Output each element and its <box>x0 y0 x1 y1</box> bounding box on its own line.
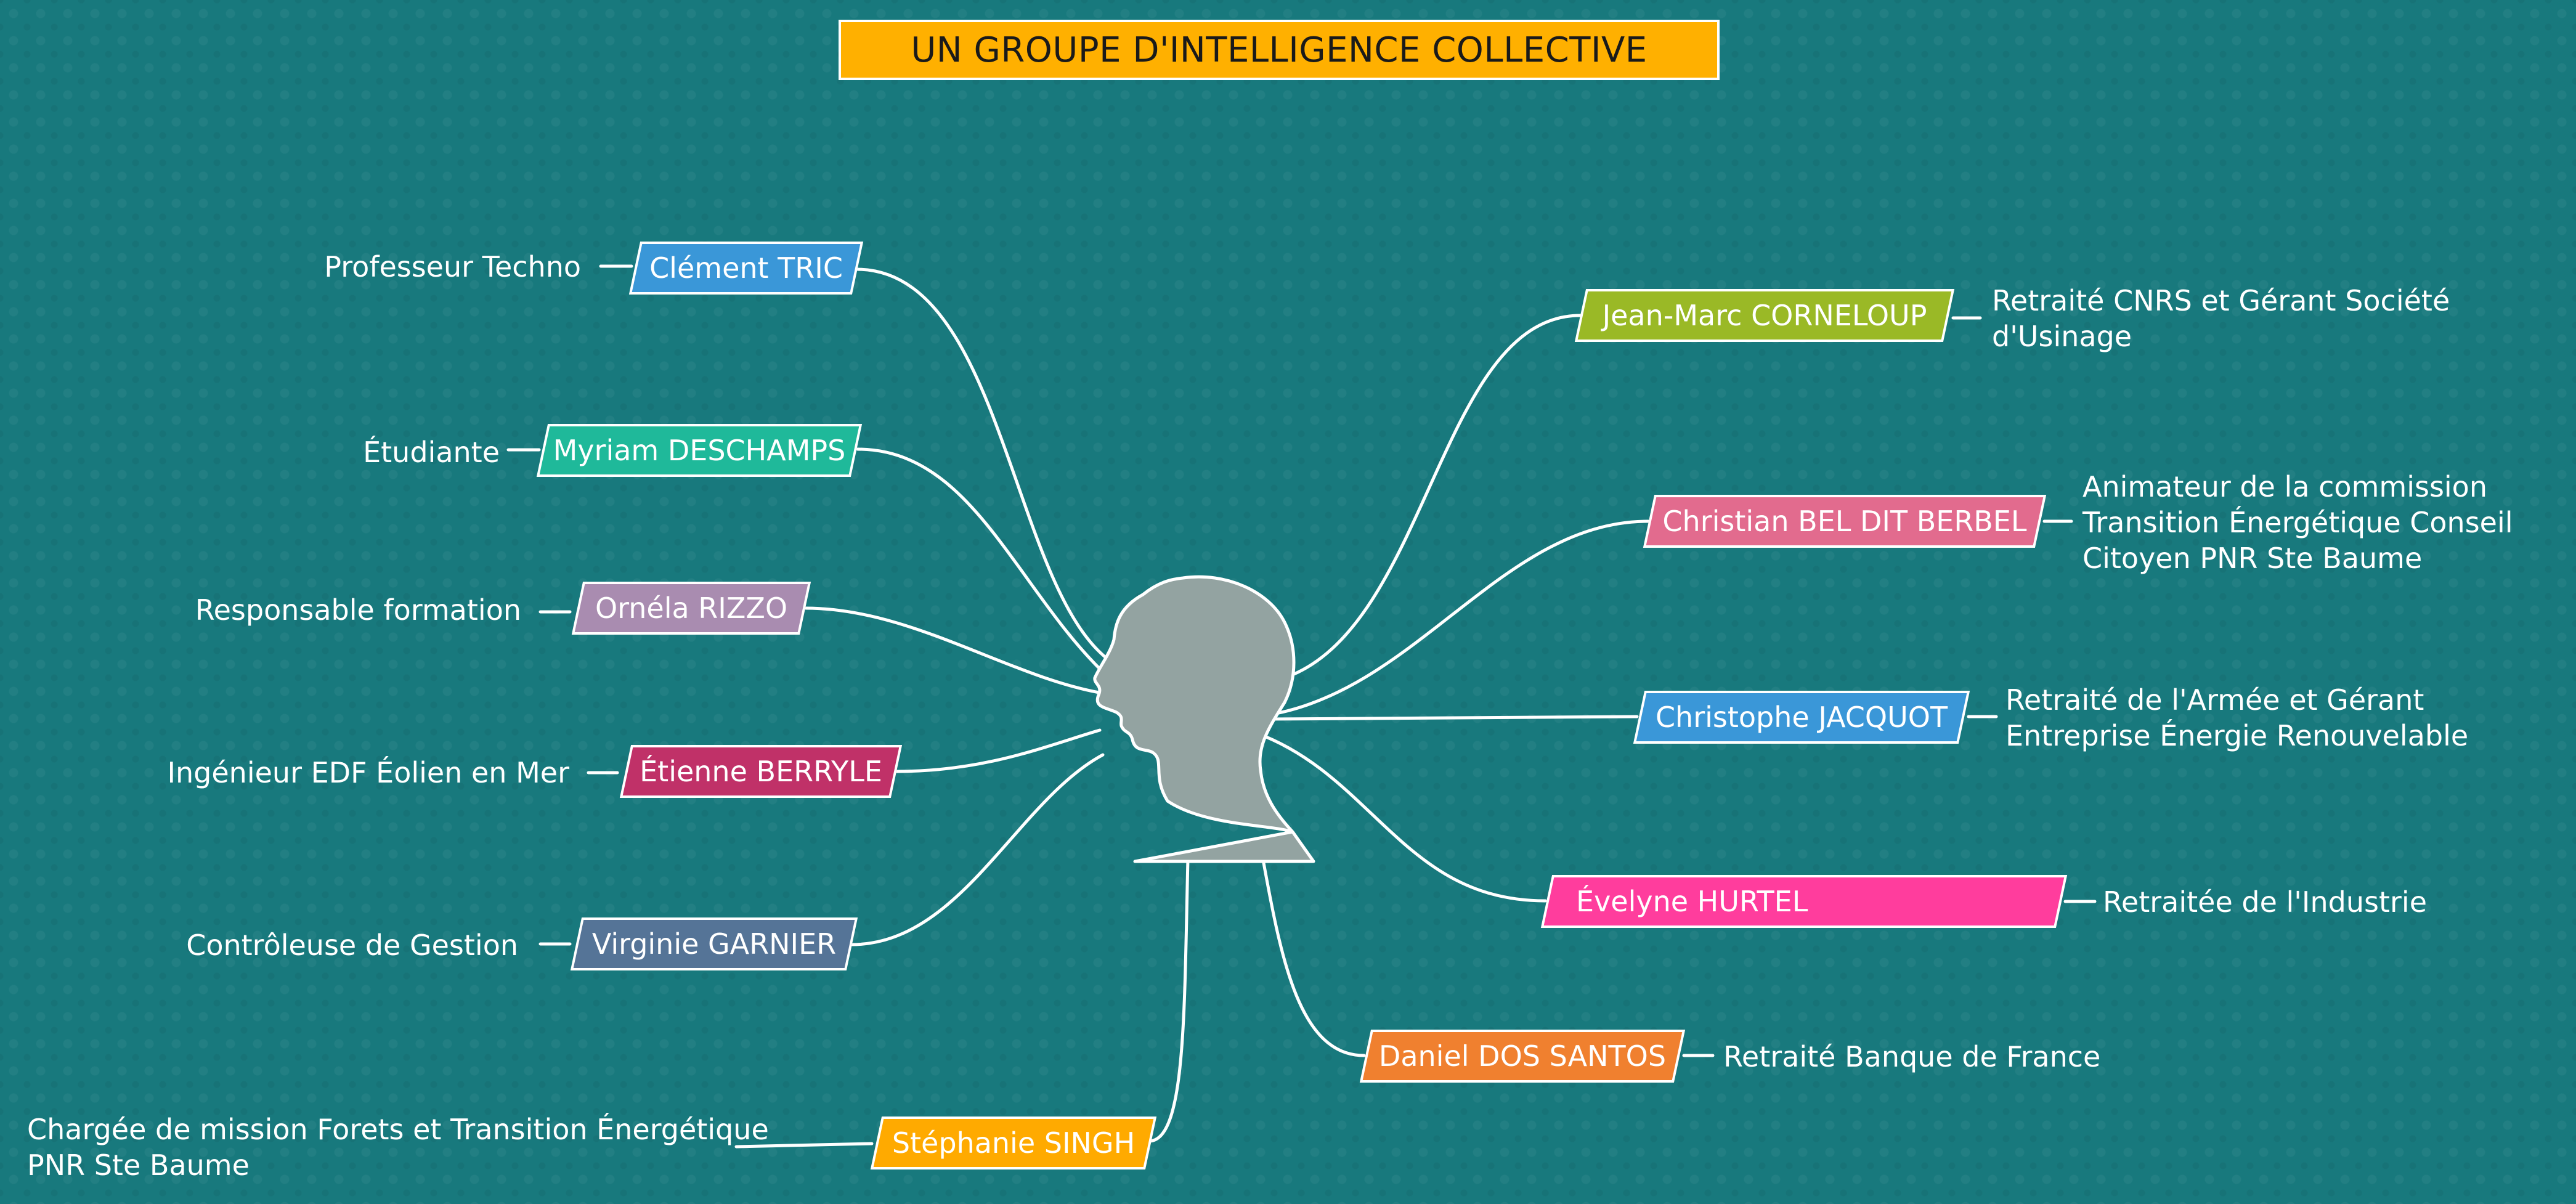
description-line: PNR Ste Baume <box>27 1149 250 1182</box>
node-myriam[interactable]: Myriam DESCHAMPS <box>536 424 863 477</box>
member-name: Christian BEL DIT BERBEL <box>1662 505 2027 538</box>
description-line: Responsable formation <box>195 593 521 627</box>
human-head-profile-icon <box>1093 575 1315 863</box>
description-line: Chargée de mission Forets et Transition … <box>27 1113 769 1146</box>
description-clement: Professeur Techno <box>324 249 581 285</box>
description-daniel: Retraité Banque de France <box>1723 1039 2100 1075</box>
description-line: Professeur Techno <box>324 250 581 283</box>
description-line: Retraité CNRS et Gérant Société <box>1992 284 2450 317</box>
node-jeanmarc[interactable]: Jean-Marc CORNELOUP <box>1574 289 1955 342</box>
member-name: Ornéla RIZZO <box>595 592 788 625</box>
member-name: Christophe JACQUOT <box>1655 701 1948 734</box>
description-etienne: Ingénieur EDF Éolien en Mer <box>167 755 569 791</box>
node-etienne[interactable]: Étienne BERRYLE <box>619 745 903 798</box>
member-name: Étienne BERRYLE <box>640 755 882 788</box>
member-name: Jean-Marc CORNELOUP <box>1602 299 1927 332</box>
member-name: Daniel DOS SANTOS <box>1378 1039 1667 1073</box>
diagram-title: UN GROUPE D'INTELLIGENCE COLLECTIVE <box>839 20 1720 80</box>
member-name: Myriam DESCHAMPS <box>553 434 846 467</box>
description-stephanie: Chargée de mission Forets et Transition … <box>27 1112 769 1183</box>
description-christophe: Retraité de l'Armée et Gérant Entreprise… <box>2005 682 2468 754</box>
description-line: Retraitée de l'Industrie <box>2103 885 2427 919</box>
connector-etienne <box>895 728 1102 773</box>
connector-ornela <box>804 606 1105 695</box>
description-jeanmarc: Retraité CNRS et Gérant Société d'Usinag… <box>1992 283 2450 354</box>
member-name: Clément TRIC <box>649 251 843 285</box>
description-line: Retraité Banque de France <box>1723 1040 2101 1073</box>
connector-virginie <box>850 753 1105 946</box>
node-virginie[interactable]: Virginie GARNIER <box>570 917 858 970</box>
member-name: Virginie GARNIER <box>591 927 837 961</box>
connector-myriam <box>856 447 1110 678</box>
description-evelyne: Retraitée de l'Industrie <box>2103 884 2427 920</box>
description-virginie: Contrôleuse de Gestion <box>186 927 518 963</box>
description-line: Ingénieur EDF Éolien en Mer <box>167 756 569 789</box>
node-stephanie[interactable]: Stéphanie SINGH <box>870 1117 1157 1169</box>
connector-daniel <box>1261 858 1366 1057</box>
description-line: d'Usinage <box>1992 320 2132 353</box>
connector-jeanmarc <box>1291 314 1582 677</box>
node-clement[interactable]: Clément TRIC <box>628 242 864 295</box>
description-line: Animateur de la commission <box>2082 470 2487 503</box>
connector-christian <box>1267 519 1650 717</box>
description-line: Citoyen PNR Ste Baume <box>2082 542 2423 575</box>
description-christian: Animateur de la commission Transition Én… <box>2082 469 2513 576</box>
connector-clement <box>855 267 1114 664</box>
node-christian[interactable]: Christian BEL DIT BERBEL <box>1643 495 2047 548</box>
connector-evelyne <box>1255 731 1547 903</box>
tick-stephanie <box>734 1142 874 1149</box>
description-line: Étudiante <box>363 436 500 469</box>
node-evelyne[interactable]: Évelyne HURTEL <box>1540 875 2068 928</box>
connector-stephanie <box>1147 858 1190 1143</box>
description-myriam: Étudiante <box>363 434 500 470</box>
node-daniel[interactable]: Daniel DOS SANTOS <box>1359 1030 1686 1083</box>
connector-christophe <box>1267 715 1639 721</box>
description-line: Entreprise Énergie Renouvelable <box>2005 719 2469 752</box>
node-christophe[interactable]: Christophe JACQUOT <box>1633 691 1970 744</box>
member-name: Stéphanie SINGH <box>892 1126 1136 1160</box>
description-line: Contrôleuse de Gestion <box>186 929 518 962</box>
description-line: Transition Énergétique Conseil <box>2082 506 2513 539</box>
description-line: Retraité de l'Armée et Gérant <box>2005 683 2424 717</box>
member-name: Évelyne HURTEL <box>1576 885 1808 918</box>
node-ornela[interactable]: Ornéla RIZZO <box>571 582 811 635</box>
description-ornela: Responsable formation <box>195 592 521 628</box>
